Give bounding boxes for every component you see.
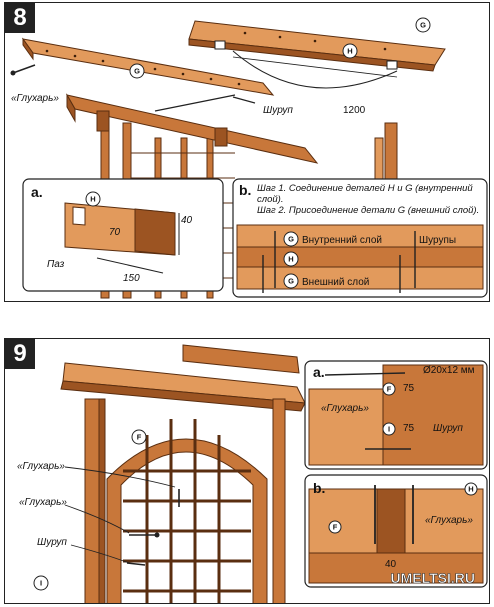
inset-8a-dim-70: 70 [109, 227, 121, 238]
inset-8a-dim-150: 150 [123, 273, 140, 284]
part-g-top-marker [415, 17, 431, 33]
dimension-1200-line [232, 50, 398, 89]
part-h-marker [342, 43, 358, 59]
step-8-number: 8 [5, 3, 35, 33]
inset-9a-part-f: F [387, 385, 392, 394]
post-right [272, 398, 286, 603]
part-h-label: H [347, 47, 352, 56]
inset-9b: b. H F «Глухарь» 40 [304, 474, 488, 588]
part-g-top-label: G [420, 21, 426, 30]
step-8-illustration: G G H «Глухарь» Шуруп 1200 a. H 70 40 15… [10, 17, 488, 299]
inset-9a-shurup: Шуруп [433, 423, 463, 434]
shurup-label: Шуруп [263, 105, 293, 116]
inset-9a-part-i: I [388, 425, 390, 434]
step-9-panel: 9 F I «Глухарь» [4, 338, 490, 604]
part-g-left-label: G [134, 67, 140, 76]
glukhar1-label: «Глухарь» [17, 461, 65, 472]
part-f-label: F [137, 433, 142, 442]
inset-9b-dim-40: 40 [385, 559, 397, 570]
post-left [84, 398, 100, 603]
inset-9a-dim-75a: 75 [403, 383, 415, 394]
watermark: UMELTSI.RU [390, 570, 475, 586]
beam-top-back [182, 344, 300, 374]
step-9-illustration: F I «Глухарь» «Глухарь» Шуруп a. Ø20x12 … [17, 344, 488, 603]
inset-8a-letter: a. [31, 184, 43, 200]
inset-8b-outer-part: G [288, 277, 294, 286]
part-g-left-marker [129, 63, 145, 79]
inset-8a-part: H [90, 195, 95, 204]
length-label: 1200 [343, 105, 366, 116]
step-9-number: 9 [5, 339, 35, 369]
arch-f [106, 438, 268, 603]
inset-8a-groove: Паз [47, 259, 65, 270]
inset-8b-inner-part: G [288, 235, 294, 244]
inset-9a-letter: a. [313, 364, 325, 380]
inset-9b-part-h: H [468, 485, 473, 494]
step-8-panel: 8 [4, 2, 490, 302]
inset-8b-screws: Шурупы [419, 235, 456, 246]
glukhar-label: «Глухарь» [11, 93, 59, 104]
inset-9a-dim-75b: 75 [403, 423, 415, 434]
inset-8b: b. Шаг 1. Соединение деталей H и G (внут… [232, 178, 488, 298]
inset-9b-glukhar: «Глухарь» [425, 515, 473, 526]
inset-9b-letter: b. [313, 480, 325, 496]
inset-8b-step1: Шаг 1. Соединение деталей H и G (внутрен… [257, 183, 473, 205]
inset-8b-letter: b. [239, 182, 251, 198]
inset-9a-size: Ø20x12 мм [423, 365, 475, 376]
inset-8b-inner-label: Внутренний слой [302, 235, 382, 246]
inset-8b-middle-part: H [288, 255, 293, 264]
trellis-lattice [123, 419, 251, 603]
inset-9a-glukhar: «Глухарь» [321, 403, 369, 414]
inset-8a-dim-40: 40 [181, 215, 193, 226]
inset-9b-part-f: F [333, 523, 338, 532]
part-i-label: I [40, 579, 42, 588]
inset-8b-step2: Шаг 2. Присоединение детали G (внешний с… [257, 205, 480, 216]
shurup-label-9: Шуруп [37, 537, 67, 548]
inset-8a: a. H 70 40 150 Паз [22, 178, 224, 292]
glukhar2-label: «Глухарь» [19, 497, 67, 508]
inset-9a: a. Ø20x12 мм F I 75 75 «Глухарь» Шуруп [304, 360, 488, 470]
inset-8b-outer-label: Внешний слой [302, 277, 369, 288]
